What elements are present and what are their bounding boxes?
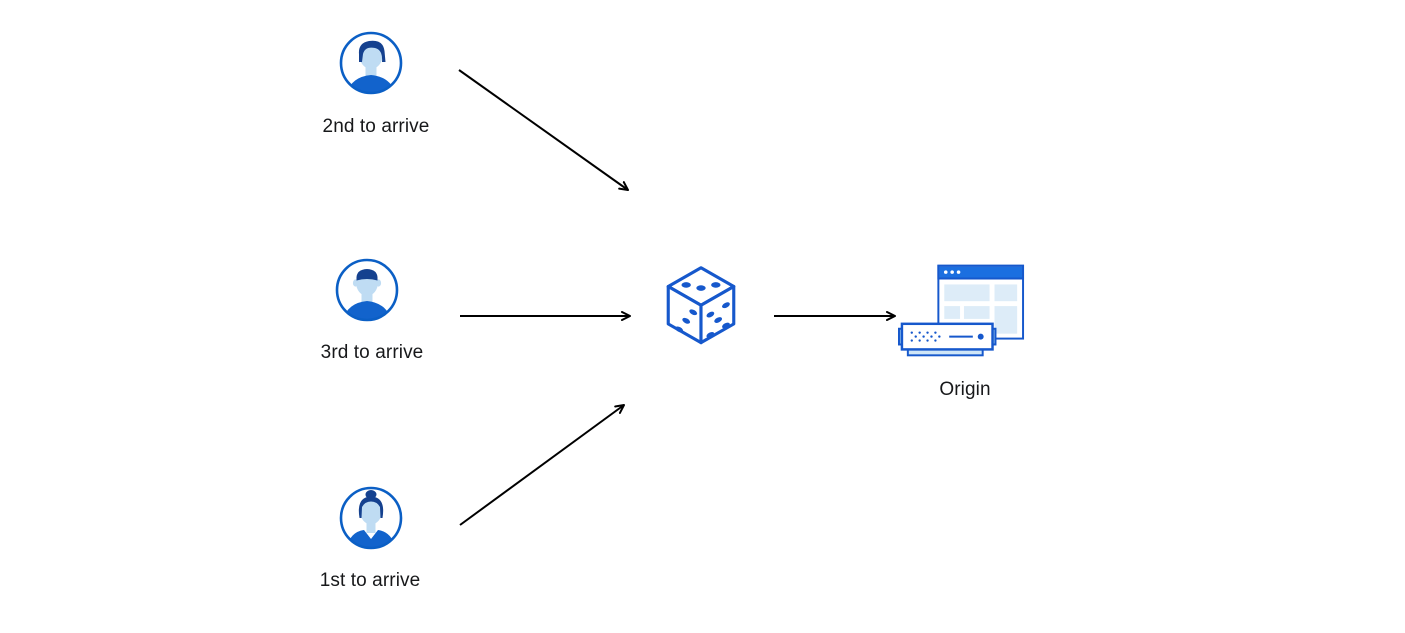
node-dice <box>662 260 740 352</box>
node-label-user-1st: 1st to arrive <box>319 570 421 591</box>
node-label-user-3rd: 3rd to arrive <box>320 342 424 363</box>
arrow-2nd-to-dice <box>458 69 629 191</box>
node-label-user-2nd: 2nd to arrive <box>322 116 430 137</box>
node-user-3rd <box>334 257 400 323</box>
node-user-2nd <box>338 30 404 96</box>
male-avatar-2-icon <box>335 258 399 322</box>
female-avatar-icon <box>339 486 403 550</box>
node-label-origin: Origin <box>939 379 991 400</box>
node-origin <box>898 262 1026 362</box>
origin-server-icon <box>898 264 1025 357</box>
dice-icon <box>666 266 736 345</box>
male-avatar-icon <box>339 31 403 95</box>
arrow-1st-to-dice <box>459 404 625 526</box>
node-user-1st <box>338 485 404 551</box>
